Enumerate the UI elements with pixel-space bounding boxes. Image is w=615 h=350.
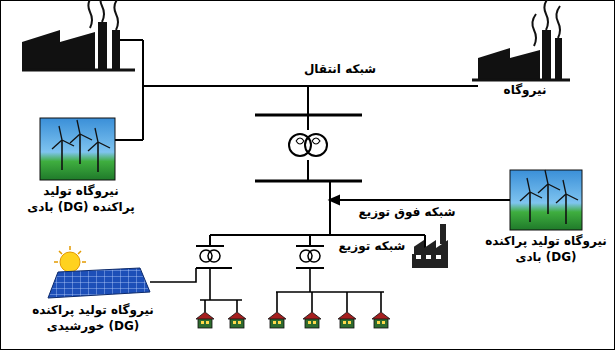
- plant-label: نیروگاه: [475, 82, 575, 98]
- power-plant-left: [22, 0, 135, 70]
- power-plant-right: [472, 0, 570, 80]
- transmission-lines: [115, 40, 478, 140]
- main-transformer: [255, 115, 362, 181]
- solar-farm: [48, 246, 150, 298]
- dg-label: نیروگاه تولید پراکنده (DG) بادی: [484, 233, 608, 265]
- dg-label: نیروگاه تولید پراکنده (DG) خورشیدی: [18, 302, 168, 334]
- network-label: شبکه توزیع: [330, 238, 414, 254]
- network-label: شبکه فوق توزیع: [340, 204, 474, 220]
- network-label: شبکه انتقال: [290, 61, 390, 77]
- distribution-left: [150, 235, 242, 312]
- factory: [412, 224, 448, 268]
- dg-label: نیروگاه تولید پراکنده (DG) بادی: [22, 183, 140, 215]
- wind-farm-left: [40, 118, 115, 180]
- wind-farm-right: [510, 170, 582, 230]
